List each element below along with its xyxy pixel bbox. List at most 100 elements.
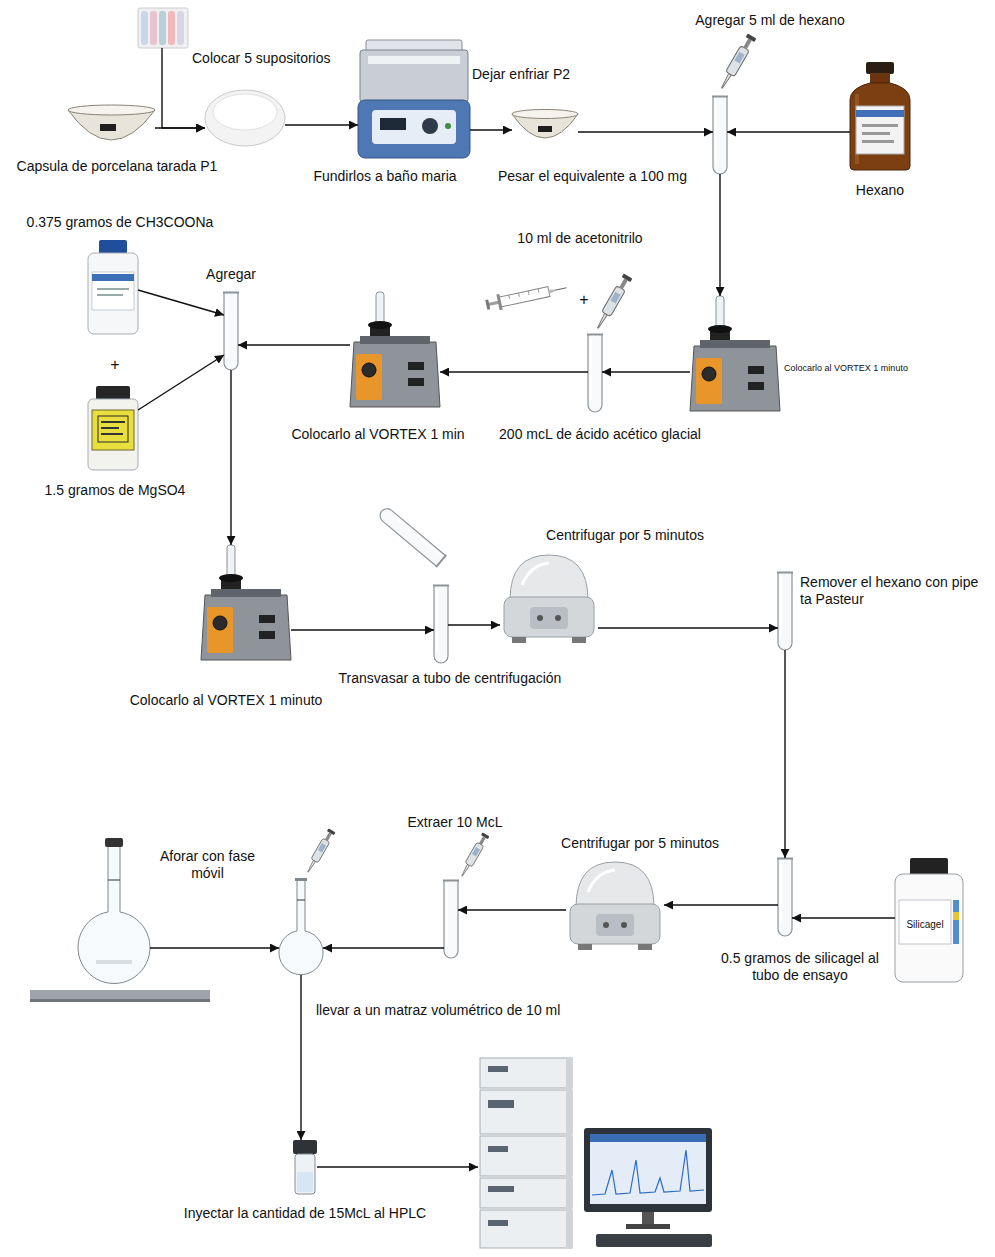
suppositories — [138, 8, 188, 48]
step-node — [478, 1058, 715, 1248]
step-caption: Fundirlos a baño maria — [313, 168, 456, 185]
edge-label-slot: Dejar enfriar P2 — [472, 64, 592, 83]
label-slot: + — [576, 290, 592, 309]
vortex-mixer — [350, 292, 440, 407]
hplc-system — [642, 1212, 654, 1224]
hexane-bottle — [850, 62, 910, 170]
micropipette — [459, 832, 490, 878]
step-node — [205, 90, 285, 146]
centrifuge — [504, 555, 594, 643]
test-tube — [777, 572, 793, 650]
caption-slot: Hexano — [840, 180, 920, 199]
syringe — [509, 289, 539, 299]
step-caption: Capsula de porcelana tarada P1 — [17, 158, 218, 175]
pouring-tube — [377, 505, 447, 567]
step-caption: llevar a un matraz volumétrico de 10 ml — [316, 1002, 560, 1019]
suppositories — [177, 11, 184, 45]
sodium-acetate-bottle — [97, 288, 129, 290]
step-node: 1.5 gramos de MgSO4 — [86, 386, 138, 470]
step-caption: Silicagel — [906, 919, 943, 931]
micropipette — [305, 828, 336, 874]
hplc-system — [590, 1134, 706, 1204]
water-bath — [358, 40, 470, 158]
magnesium-sulfate-bottle — [101, 433, 123, 435]
water-bath — [445, 123, 451, 129]
volumetric-flask-large — [96, 960, 132, 964]
flow-arrow — [458, 909, 566, 910]
water-bath — [368, 56, 460, 64]
plus-sign: + — [110, 355, 119, 374]
label-slot: + — [100, 355, 130, 374]
step-node: Fundirlos a baño maria — [358, 40, 470, 160]
white-dish — [205, 90, 285, 146]
step-caption: Colocarlo al VORTEX 1 minuto — [784, 363, 908, 374]
hplc-system — [590, 1134, 706, 1142]
syringe — [499, 287, 550, 307]
vortex-mixer — [201, 545, 291, 660]
hplc-system — [488, 1066, 508, 1072]
caption-slot: Aforar con fase móvil — [150, 848, 265, 882]
step-caption: 10 ml de acetonitrilo — [517, 230, 642, 247]
flow-arrow — [300, 975, 301, 1140]
micropipette — [594, 274, 633, 331]
porcelain-capsule — [100, 124, 116, 131]
step-caption: Inyectar la cantidad de 15McL al HPLC — [184, 1205, 426, 1222]
hplc-system — [480, 1178, 572, 1208]
caption-slot: Centrifugar por 5 minutos — [530, 525, 720, 544]
sodium-acetate-bottle — [88, 240, 138, 334]
caption-slot: Agregar — [191, 264, 271, 283]
step-caption: 0.375 gramos de CH3COONa — [27, 214, 214, 231]
hexane-bottle — [866, 62, 894, 74]
suppositories — [159, 11, 166, 45]
porcelain-capsule — [538, 126, 552, 132]
step-caption: Colocarlo al VORTEX 1 minuto — [130, 692, 323, 709]
step-caption: Remover el hexano con pipe ta Pasteur — [800, 574, 988, 608]
hplc-system — [566, 1058, 572, 1248]
flow-arrow — [440, 371, 588, 372]
step-caption: Agregar — [206, 266, 256, 283]
step-node: llevar a un matraz volumétrico de 10 ml — [279, 878, 323, 975]
step-caption: 200 mcL de ácido acético glacial — [499, 426, 701, 443]
step-caption: Pesar el equivalente a 100 mg — [498, 168, 687, 185]
step-caption: Aforar con fase móvil — [150, 848, 265, 882]
water-bath — [360, 50, 468, 102]
connector-group — [138, 48, 895, 1167]
caption-slot: Extraer 10 McL — [395, 812, 515, 831]
hplc-system — [488, 1146, 508, 1152]
step-caption: Colocar 5 supositorios — [192, 50, 331, 67]
caption-slot: Colocarlo al VORTEX 1 minuto — [784, 356, 934, 375]
magnesium-sulfate-bottle — [92, 410, 134, 450]
caption-slot: 200 mcL de ácido acético glacial — [480, 424, 720, 443]
caption-slot: Remover el hexano con pipe ta Pasteur — [800, 574, 988, 608]
magnesium-sulfate-bottle — [101, 427, 119, 429]
magnesium-sulfate-bottle — [96, 386, 130, 400]
flow-arrow — [323, 947, 444, 948]
flow-arrow — [598, 627, 778, 628]
flow-arrow — [138, 355, 224, 410]
sodium-acetate-bottle — [99, 240, 127, 254]
hplc-system — [584, 1128, 712, 1212]
step-caption: 1.5 gramos de MgSO4 — [45, 482, 186, 499]
silica-gel-bottle — [895, 858, 963, 982]
hplc-vial — [297, 1172, 313, 1192]
step-caption: Hexano — [856, 182, 904, 199]
test-tube — [223, 292, 239, 370]
silica-gel-bottle — [953, 900, 959, 944]
hexane-bottle — [850, 83, 910, 170]
step-caption: Extraer 10 McL — [408, 814, 503, 831]
hplc-system — [480, 1210, 572, 1248]
volumetric-flask-large — [30, 990, 210, 999]
magnesium-sulfate-bottle — [101, 421, 125, 423]
volumetric-flask-large — [108, 880, 120, 881]
flow-arrow — [238, 344, 350, 345]
silica-gel-bottle — [953, 912, 959, 920]
hexane-bottle — [856, 106, 904, 154]
step-node: Transvasar a tubo de centrifugación — [434, 585, 448, 663]
sodium-acetate-bottle — [92, 274, 134, 281]
volumetric-flask-small — [279, 878, 323, 975]
flow-arrow — [285, 124, 358, 125]
hplc-system — [592, 1150, 704, 1195]
